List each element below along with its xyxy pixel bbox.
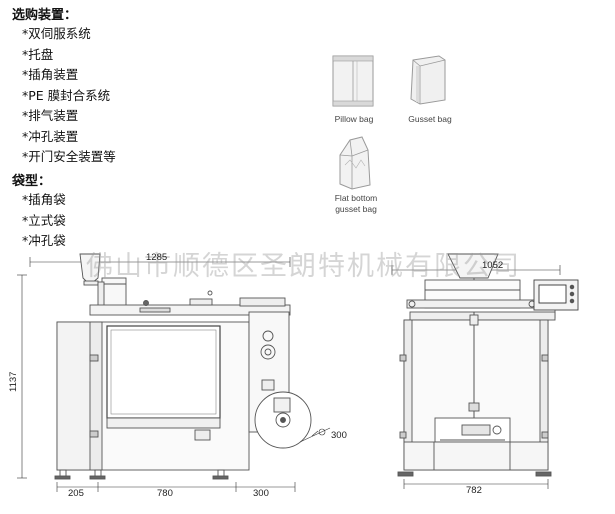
side-width-label: 1052 bbox=[482, 260, 504, 271]
option-item: *托盘 bbox=[22, 46, 54, 62]
option-item: *排气装置 bbox=[22, 108, 79, 123]
pillow-bag-caption: Pillow bag bbox=[334, 114, 374, 124]
company-watermark: 佛山市顺德区圣朗特机械有限公司 bbox=[86, 251, 521, 282]
bag-types-title: 袋型： bbox=[12, 174, 52, 189]
option-item: *插角装置 bbox=[22, 67, 79, 82]
front-left-label: 205 bbox=[68, 488, 84, 499]
front-view-drawing bbox=[17, 253, 331, 492]
side-view-drawing bbox=[391, 253, 579, 489]
bag-type-item: *冲孔袋 bbox=[22, 233, 66, 248]
front-height-label: 1137 bbox=[8, 371, 19, 392]
options-title: 选购装置： bbox=[12, 8, 78, 23]
front-right-label: 300 bbox=[253, 488, 269, 499]
front-width-label: 1285 bbox=[146, 252, 168, 263]
option-item: *双伺服系统 bbox=[22, 26, 91, 41]
flat-bottom-caption-line1: Flat bottom bbox=[334, 193, 378, 203]
bag-type-item: *立式袋 bbox=[22, 212, 66, 228]
reel-diameter-label: 300 bbox=[331, 430, 347, 441]
option-item: *开门安全装置等 bbox=[22, 149, 116, 164]
front-middle-label: 780 bbox=[157, 488, 173, 499]
pillow-bag-illustration bbox=[332, 55, 374, 107]
flat-bottom-bag-illustration bbox=[339, 136, 371, 190]
bag-type-item: *插角袋 bbox=[22, 192, 66, 207]
side-bottom-label: 782 bbox=[466, 485, 482, 496]
option-item: *PE 膜封合系统 bbox=[22, 87, 111, 103]
bag-types-list: *插角袋 *立式袋 *冲孔袋 bbox=[22, 190, 66, 252]
flat-bottom-caption-line2: gusset bag bbox=[335, 204, 377, 214]
gusset-bag-caption: Gusset bag bbox=[408, 114, 452, 124]
options-list: *双伺服系统 *托盘 *插角装置 *PE 膜封合系统 *排气装置 *冲孔装置 *… bbox=[22, 24, 116, 168]
option-item: *冲孔装置 bbox=[22, 128, 79, 144]
gusset-bag-illustration bbox=[410, 55, 446, 105]
